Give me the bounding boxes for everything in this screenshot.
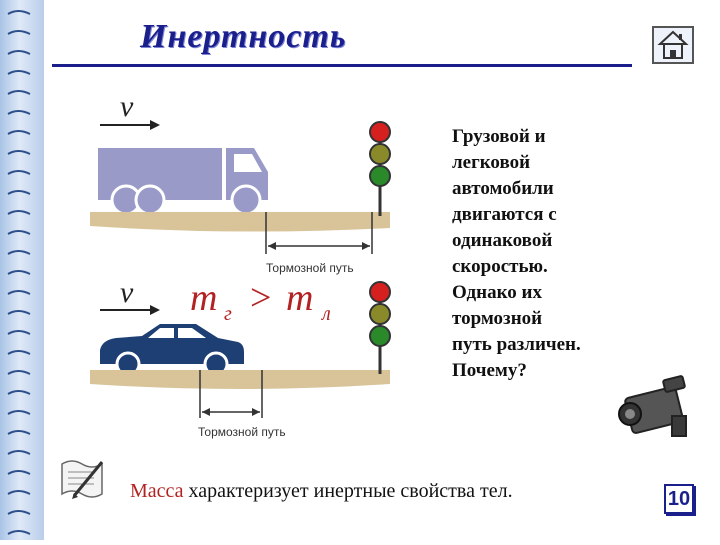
home-button[interactable] <box>652 26 694 64</box>
traffic-light-top <box>369 121 391 216</box>
truck-scene: v Тормозной путь <box>90 90 391 275</box>
car-scene: v Тормозной путь <box>90 276 391 439</box>
braking-label-top: Тормозной путь <box>266 261 354 275</box>
velocity-label-top: v <box>120 90 134 123</box>
notes-button[interactable] <box>56 452 108 504</box>
velocity-label-bottom: v <box>120 276 134 309</box>
notes-pen-icon <box>61 460 104 499</box>
slide-binding <box>0 0 44 540</box>
truck <box>98 148 268 216</box>
page-number-button[interactable]: 10 <box>664 484 694 514</box>
mass-comparison-sign: > <box>250 277 271 319</box>
mass-truck-subscript: г <box>224 303 232 325</box>
velocity-arrow-top <box>100 120 160 130</box>
mass-car-subscript: л <box>321 303 331 325</box>
video-camera-button[interactable] <box>614 372 694 444</box>
slide-title: Инертность <box>140 18 347 55</box>
title-underline <box>52 64 632 67</box>
conclusion-text: Масса характеризует инертные свойства те… <box>130 480 513 503</box>
braking-distance-bottom <box>199 370 263 418</box>
braking-illustration: v Тормозной путь m <box>90 90 391 439</box>
mass-truck: m <box>190 277 217 319</box>
mass-car: m <box>286 277 313 319</box>
road-top <box>90 212 390 232</box>
braking-label-bottom: Тормозной путь <box>198 425 286 439</box>
road-bottom <box>90 370 390 389</box>
conclusion-rest: характеризует инертные свойства тел. <box>183 480 513 502</box>
conclusion-highlight: Масса <box>130 480 184 502</box>
video-camera-icon <box>618 375 687 437</box>
car <box>100 324 244 377</box>
traffic-light-bottom <box>369 281 391 374</box>
description-text: Грузовой и легковой автомобили двигаются… <box>452 126 581 381</box>
velocity-arrow-bottom <box>100 305 160 315</box>
home-icon <box>652 26 694 64</box>
binding-rings <box>7 10 31 535</box>
braking-distance-top <box>265 212 373 254</box>
mass-comparison: m г > m л <box>190 277 331 325</box>
